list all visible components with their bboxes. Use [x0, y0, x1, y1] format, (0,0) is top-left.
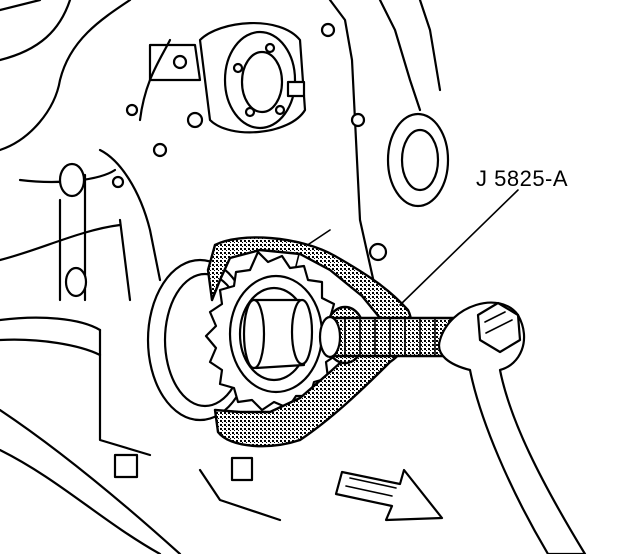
- arrow-right-down-icon: [334, 468, 444, 522]
- oil-seal: [125, 22, 450, 262]
- tool-label: J 5825-A: [476, 166, 569, 191]
- crankshaft-nose: [242, 298, 314, 370]
- leader-line: [399, 189, 519, 306]
- forcing-screw: [318, 315, 472, 359]
- upper-boss: [148, 21, 307, 158]
- ratchet-wrench: [437, 301, 587, 554]
- left-bolts: [58, 162, 254, 482]
